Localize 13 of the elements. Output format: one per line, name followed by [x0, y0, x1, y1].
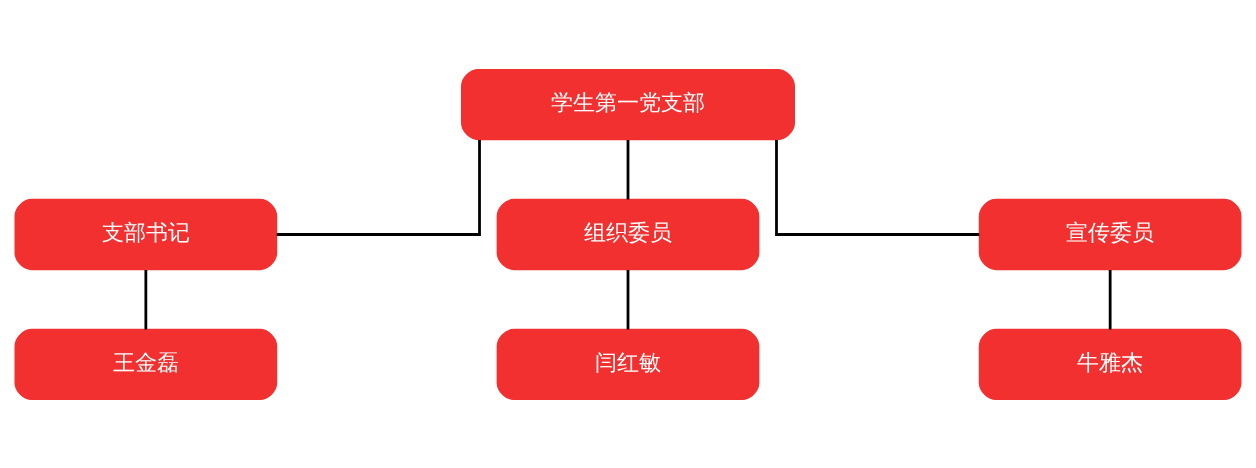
node-box: 牛雅杰 [978, 328, 1242, 400]
node-box: 支部书记 [14, 198, 278, 270]
connector [626, 269, 630, 329]
node-box: 闫红敏 [496, 328, 760, 400]
node-box: 王金磊 [14, 328, 278, 400]
node-box: 组织委员 [496, 198, 760, 270]
connector [626, 139, 630, 199]
connector [1108, 269, 1112, 329]
node-box: 宣传委员 [978, 198, 1242, 270]
connector [144, 269, 148, 329]
connector [276, 139, 481, 236]
connector [775, 139, 980, 236]
node-box: 学生第一党支部 [461, 68, 795, 140]
